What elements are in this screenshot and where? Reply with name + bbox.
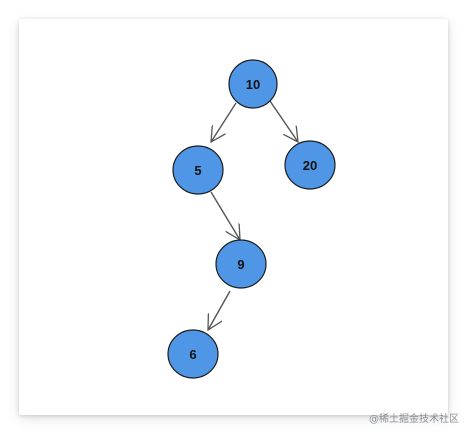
node-label: 5 [194,163,201,178]
node-label: 20 [303,158,317,173]
watermark-label: @稀土掘金技术社区 [369,414,459,425]
edges [208,100,298,330]
edge-9-to-6 [208,290,231,330]
edge-10-to-20 [269,100,298,142]
node-label: 6 [189,347,196,362]
node-circle [215,239,267,289]
node-label: 9 [237,257,244,272]
tree-node-20: 20 [284,140,336,190]
node-circle [228,59,278,109]
edge-5-to-9 [210,191,240,240]
tree-node-6: 6 [167,329,219,379]
tree-node-5: 5 [172,145,224,195]
tree-node-9: 9 [215,239,267,289]
node-circle [167,329,219,379]
node-circle [172,145,224,195]
edge-10-to-5 [211,102,237,142]
node-circle [284,140,336,190]
node-label: 10 [246,77,260,92]
tree-node-10: 10 [228,59,278,109]
